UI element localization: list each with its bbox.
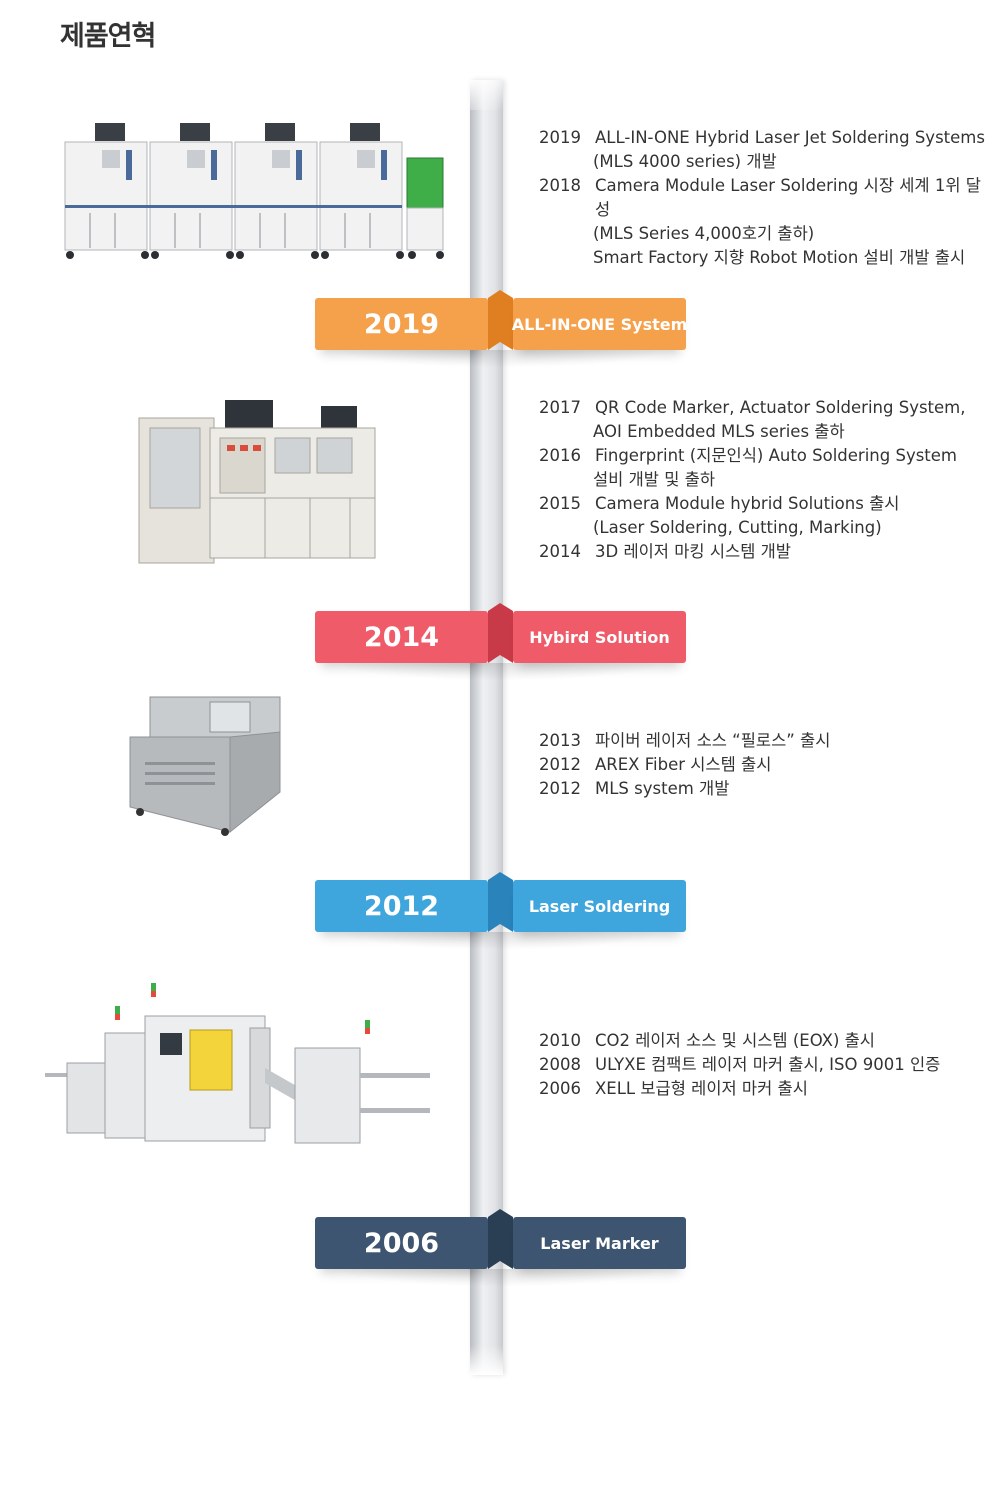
entry-text: (MLS 4000 series) 개발 (593, 152, 777, 171)
history-entry: 2010 CO2 레이저 소스 및 시스템 (EOX) 출시 (539, 1029, 995, 1053)
milestone-fold (488, 872, 513, 932)
entry-text: ALL-IN-ONE Hybrid Laser Jet Soldering Sy… (595, 128, 985, 147)
milestone-shadow (335, 663, 665, 681)
history-entry: 2012 MLS system 개발 (539, 777, 995, 801)
machine-image-all-in-one (64, 123, 444, 259)
history-group-2014: 2017 QR Code Marker, Actuator Soldering … (539, 396, 995, 564)
entry-year: 2008 (539, 1055, 581, 1074)
entry-year: 2014 (539, 542, 581, 561)
entry-year: 2019 (539, 128, 581, 147)
milestone-year: 2014 (315, 611, 488, 663)
milestone-fold (488, 1209, 513, 1269)
milestone-2014: 2014 Hybird Solution (315, 603, 687, 681)
entry-text: Camera Module Laser Soldering 시장 세계 1위 달… (595, 176, 981, 219)
entry-year: 2012 (539, 755, 581, 774)
milestone-shadow (335, 350, 665, 368)
entry-text: 파이버 레이저 소스 “필로스” 출시 (595, 731, 831, 750)
milestone-2006: 2006 Laser Marker (315, 1209, 687, 1287)
entry-year: 2015 (539, 494, 581, 513)
entry-year: 2006 (539, 1079, 581, 1098)
milestone-shadow (335, 932, 665, 950)
milestone-2019: 2019 ALL-IN-ONE System (315, 290, 687, 368)
entry-text: XELL 보급형 레이저 마커 출시 (595, 1079, 808, 1098)
entry-text: AOI Embedded MLS series 출하 (593, 422, 845, 441)
history-entry: 2008 ULYXE 컴팩트 레이저 마커 출시, ISO 9001 인증 (539, 1053, 995, 1077)
entry-text: Fingerprint (지문인식) Auto Soldering System (595, 446, 957, 465)
entry-year: 2010 (539, 1031, 581, 1050)
milestone-label: Laser Marker (513, 1217, 686, 1269)
entry-year: 2018 (539, 176, 581, 195)
history-entry: 2019 ALL-IN-ONE Hybrid Laser Jet Solderi… (539, 126, 995, 150)
history-entry: 2016 Fingerprint (지문인식) Auto Soldering S… (539, 444, 995, 468)
entry-text: QR Code Marker, Actuator Soldering Syste… (595, 398, 966, 417)
entry-text: Smart Factory 지향 Robot Motion 설비 개발 출시 (593, 248, 966, 267)
page-title: 제품연혁 (60, 21, 156, 52)
history-group-2006: 2010 CO2 레이저 소스 및 시스템 (EOX) 출시 2008 ULYX… (539, 1029, 995, 1101)
entry-text: CO2 레이저 소스 및 시스템 (EOX) 출시 (595, 1031, 875, 1050)
history-entry: 2014 3D 레이저 마킹 시스템 개발 (539, 540, 995, 564)
machine-image-hybrid (138, 400, 376, 564)
milestone-label: ALL-IN-ONE System (512, 298, 687, 350)
machine-image-fiber (129, 696, 281, 836)
milestone-label: Laser Soldering (513, 880, 686, 932)
history-group-2019: 2019 ALL-IN-ONE Hybrid Laser Jet Solderi… (539, 126, 995, 270)
milestone-year: 2019 (315, 298, 488, 350)
entry-year: 2013 (539, 731, 581, 750)
milestone-year: 2012 (315, 880, 488, 932)
history-entry: 2018 Camera Module Laser Soldering 시장 세계… (539, 174, 995, 222)
entry-text: (MLS Series 4,000호기 출하) (593, 224, 815, 243)
milestone-fold (488, 603, 513, 663)
entry-year: 2016 (539, 446, 581, 465)
timeline-spine (470, 80, 503, 1375)
entry-text: MLS system 개발 (595, 779, 730, 798)
machine-image-laser-marker (45, 983, 430, 1144)
milestone-label: Hybird Solution (513, 611, 686, 663)
milestone-year: 2006 (315, 1217, 488, 1269)
history-entry: 2006 XELL 보급형 레이저 마커 출시 (539, 1077, 995, 1101)
entry-text: 설비 개발 및 출하 (593, 470, 715, 489)
entry-text: AREX Fiber 시스템 출시 (595, 755, 772, 774)
entry-text: (Laser Soldering, Cutting, Marking) (593, 518, 882, 537)
milestone-shadow (335, 1269, 665, 1287)
timeline-spine-top (470, 80, 503, 110)
entry-text: ULYXE 컴팩트 레이저 마커 출시, ISO 9001 인증 (595, 1055, 941, 1074)
entry-text: Camera Module hybrid Solutions 출시 (595, 494, 900, 513)
history-entry: 2015 Camera Module hybrid Solutions 출시 (539, 492, 995, 516)
history-group-2012: 2013 파이버 레이저 소스 “필로스” 출시 2012 AREX Fiber… (539, 729, 995, 801)
history-entry: 2013 파이버 레이저 소스 “필로스” 출시 (539, 729, 995, 753)
entry-year: 2012 (539, 779, 581, 798)
entry-year: 2017 (539, 398, 581, 417)
milestone-fold (488, 290, 513, 350)
history-entry: 2012 AREX Fiber 시스템 출시 (539, 753, 995, 777)
entry-text: 3D 레이저 마킹 시스템 개발 (595, 542, 791, 561)
milestone-2012: 2012 Laser Soldering (315, 872, 687, 950)
history-entry: 2017 QR Code Marker, Actuator Soldering … (539, 396, 995, 420)
timeline-spine-bottom (470, 1345, 503, 1375)
